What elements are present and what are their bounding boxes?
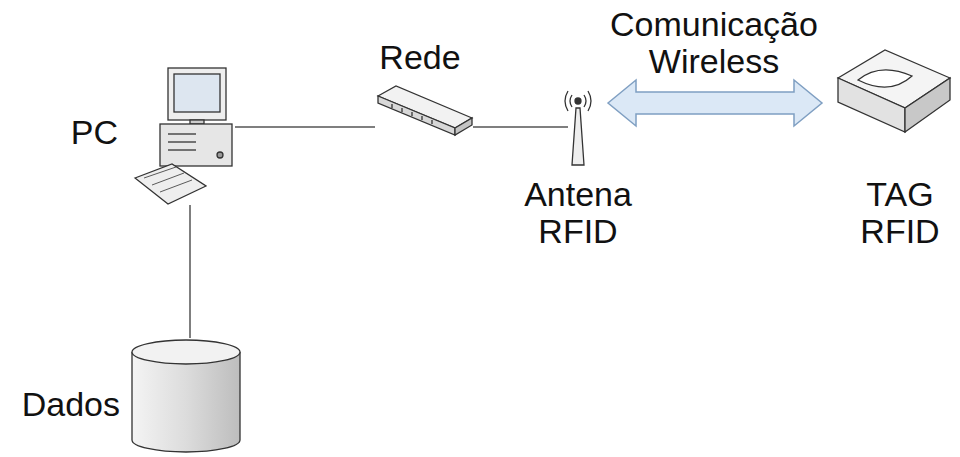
power-button: [217, 152, 223, 158]
device-label: PC: [71, 114, 118, 151]
drive-slot: [168, 141, 196, 142]
key-row: [144, 167, 176, 178]
key-row: [160, 180, 192, 192]
switch-icon: [378, 86, 472, 135]
antenna-tip: [575, 98, 581, 104]
key-row: [152, 173, 184, 185]
database-icon: [132, 340, 240, 452]
tag-icon: [838, 50, 950, 132]
keyboard: [135, 164, 206, 204]
wireless-arrow: [608, 80, 822, 126]
port: [401, 108, 402, 112]
drive-slot: [168, 133, 196, 134]
radio-wave: [565, 91, 568, 111]
antenna-icon: [565, 91, 591, 165]
switch-front: [378, 96, 455, 135]
device-label: Dados: [22, 386, 120, 423]
cylinder-body: [132, 352, 240, 452]
port: [431, 120, 432, 124]
tag-side: [905, 78, 950, 132]
radio-wave: [570, 95, 572, 107]
tag-slot: [858, 70, 912, 87]
drive-slot: [168, 149, 196, 150]
port: [421, 116, 422, 120]
pc-icon: [135, 68, 232, 204]
port: [411, 112, 412, 116]
device-label: Rede: [379, 39, 460, 76]
cylinder-top: [132, 340, 240, 364]
radio-wave: [584, 95, 586, 107]
device-node: TAG RFID: [836, 48, 952, 134]
screen: [174, 74, 220, 112]
edge-label: Comunicação Wireless: [610, 6, 818, 81]
device-label: TAG RFID: [860, 176, 939, 251]
port: [391, 104, 392, 108]
switch-side: [455, 118, 472, 135]
monitor: [168, 68, 226, 120]
device-node: Rede: [375, 84, 473, 136]
device-node: Dados: [130, 338, 242, 452]
antenna-mast: [572, 108, 584, 165]
connector-line: [189, 205, 191, 338]
device-node: PC: [135, 65, 235, 205]
device-label: Antena RFID: [524, 176, 632, 251]
radio-wave: [588, 91, 591, 111]
computer-case: [160, 124, 232, 166]
device-node: Antena RFID: [568, 88, 588, 166]
connector-line: [473, 126, 568, 128]
connector-line: [235, 126, 375, 128]
